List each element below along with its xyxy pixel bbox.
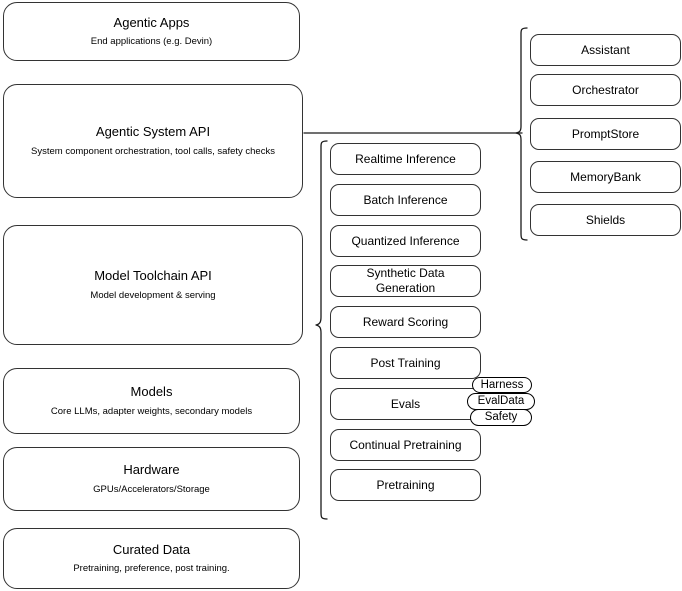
system-item-label: MemoryBank xyxy=(570,169,641,184)
eval-badge-safety[interactable]: Safety xyxy=(470,409,532,426)
layer-subtitle: Core LLMs, adapter weights, secondary mo… xyxy=(50,405,253,417)
toolchain-item-pretraining[interactable]: Pretraining xyxy=(330,469,481,501)
toolchain-item-label: Evals xyxy=(390,396,421,411)
toolchain-item-label: Reward Scoring xyxy=(362,314,449,329)
layer-title: Models xyxy=(130,384,173,400)
layer-subtitle: System component orchestration, tool cal… xyxy=(31,145,275,157)
system-components-brace xyxy=(515,27,528,241)
system-item-orchestrator[interactable]: Orchestrator xyxy=(530,74,681,106)
toolchain-item-label: Realtime Inference xyxy=(355,151,456,166)
layer-title: Model Toolchain API xyxy=(94,268,212,284)
toolchain-item-synthetic-data-generation[interactable]: Synthetic Data Generation xyxy=(330,265,481,297)
toolchain-item-reward-scoring[interactable]: Reward Scoring xyxy=(330,306,481,338)
toolchain-item-continual-pretraining[interactable]: Continual Pretraining xyxy=(330,429,481,461)
toolchain-item-label: Pretraining xyxy=(376,477,435,492)
layer-hardware[interactable]: Hardware GPUs/Accelerators/Storage xyxy=(3,447,300,511)
system-item-promptstore[interactable]: PromptStore xyxy=(530,118,681,150)
eval-badge-label: Safety xyxy=(484,411,518,424)
toolchain-item-label: Synthetic Data Generation xyxy=(366,266,445,295)
system-item-shields[interactable]: Shields xyxy=(530,204,681,236)
toolchain-item-label: Batch Inference xyxy=(363,192,448,207)
layer-subtitle: Pretraining, preference, post training. xyxy=(73,563,230,575)
system-item-label: Orchestrator xyxy=(572,82,639,97)
eval-badge-evaldata[interactable]: EvalData xyxy=(467,393,535,410)
toolchain-item-label: Post Training xyxy=(370,355,441,370)
layer-title: Curated Data xyxy=(112,541,191,557)
layer-agentic-system-api[interactable]: Agentic System API System component orch… xyxy=(3,84,303,198)
layer-curated-data[interactable]: Curated Data Pretraining, preference, po… xyxy=(3,528,300,589)
layer-subtitle: GPUs/Accelerators/Storage xyxy=(93,483,210,495)
layer-title: Agentic Apps xyxy=(113,14,190,30)
layer-models[interactable]: Models Core LLMs, adapter weights, secon… xyxy=(3,368,300,434)
layer-model-toolchain-api[interactable]: Model Toolchain API Model development & … xyxy=(3,225,303,345)
layer-subtitle: End applications (e.g. Devin) xyxy=(90,36,213,48)
layer-agentic-apps[interactable]: Agentic Apps End applications (e.g. Devi… xyxy=(3,2,300,61)
toolchain-item-label: Quantized Inference xyxy=(351,233,460,248)
layer-title: Hardware xyxy=(123,462,180,478)
system-item-label: Shields xyxy=(585,212,626,227)
eval-badge-label: Harness xyxy=(480,378,524,391)
toolchain-capabilities-brace xyxy=(315,140,328,520)
system-item-label: PromptStore xyxy=(571,126,640,141)
toolchain-item-quantized-inference[interactable]: Quantized Inference xyxy=(330,225,481,257)
layer-subtitle: Model development & serving xyxy=(90,289,216,301)
toolchain-item-label: Continual Pretraining xyxy=(349,437,462,452)
system-item-memorybank[interactable]: MemoryBank xyxy=(530,161,681,193)
eval-badge-label: EvalData xyxy=(477,395,525,408)
eval-badge-harness[interactable]: Harness xyxy=(472,377,532,393)
layer-title: Agentic System API xyxy=(95,124,211,140)
toolchain-item-batch-inference[interactable]: Batch Inference xyxy=(330,184,481,216)
toolchain-item-post-training[interactable]: Post Training xyxy=(330,347,481,379)
system-item-assistant[interactable]: Assistant xyxy=(530,34,681,66)
system-item-label: Assistant xyxy=(581,42,630,57)
toolchain-item-realtime-inference[interactable]: Realtime Inference xyxy=(330,143,481,175)
toolchain-item-evals[interactable]: Evals xyxy=(330,388,481,420)
